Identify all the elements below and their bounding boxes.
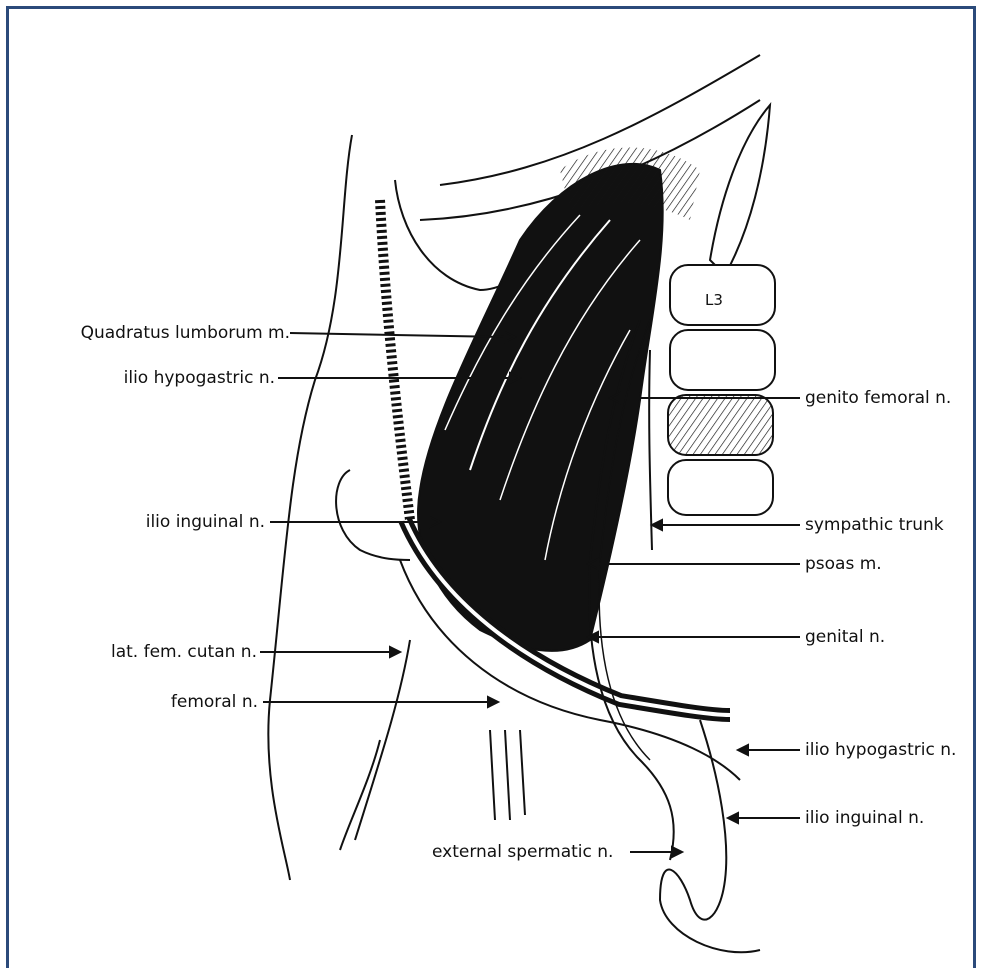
- spermatic-cord: [660, 720, 760, 952]
- lat-fem-cutan-nerve: [340, 640, 410, 850]
- vertebra: [668, 460, 773, 515]
- label-external-spermatic: external spermatic n.: [432, 842, 613, 862]
- arrowhead: [672, 847, 682, 857]
- leader-line: [290, 333, 505, 337]
- vertebra: [670, 330, 775, 390]
- label-genital: genital n.: [805, 627, 885, 647]
- label-lat-fem-cutan: lat. fem. cutan n.: [111, 642, 257, 662]
- body-outline: [268, 135, 352, 880]
- arrowhead: [652, 520, 662, 530]
- arrowhead: [728, 813, 738, 823]
- label-psoas: psoas m.: [805, 554, 882, 574]
- label-femoral: femoral n.: [171, 692, 258, 712]
- vertebra: [668, 395, 773, 455]
- label-ilio-hypogastric-left: ilio hypogastric n.: [124, 368, 275, 388]
- label-ilio-inguinal-right: ilio inguinal n.: [805, 808, 924, 828]
- label-ilio-inguinal-left: ilio inguinal n.: [146, 512, 265, 532]
- body-wall: [380, 200, 410, 520]
- label-genito-femoral: genito femoral n.: [805, 388, 951, 408]
- arrowhead: [488, 697, 498, 707]
- label-quadratus-lumborum: Quadratus lumborum m.: [81, 323, 290, 343]
- arrowhead: [390, 647, 400, 657]
- vertebra-label: L3: [705, 291, 723, 309]
- label-sympathic-trunk: sympathic trunk: [805, 515, 944, 535]
- vertebral-spine-process: [710, 105, 770, 275]
- sympathetic-trunk: [649, 350, 652, 550]
- hip-contour: [336, 470, 410, 560]
- arrowhead: [738, 745, 748, 755]
- femoral-vessels: [490, 730, 525, 820]
- label-ilio-hypogastric-right: ilio hypogastric n.: [805, 740, 956, 760]
